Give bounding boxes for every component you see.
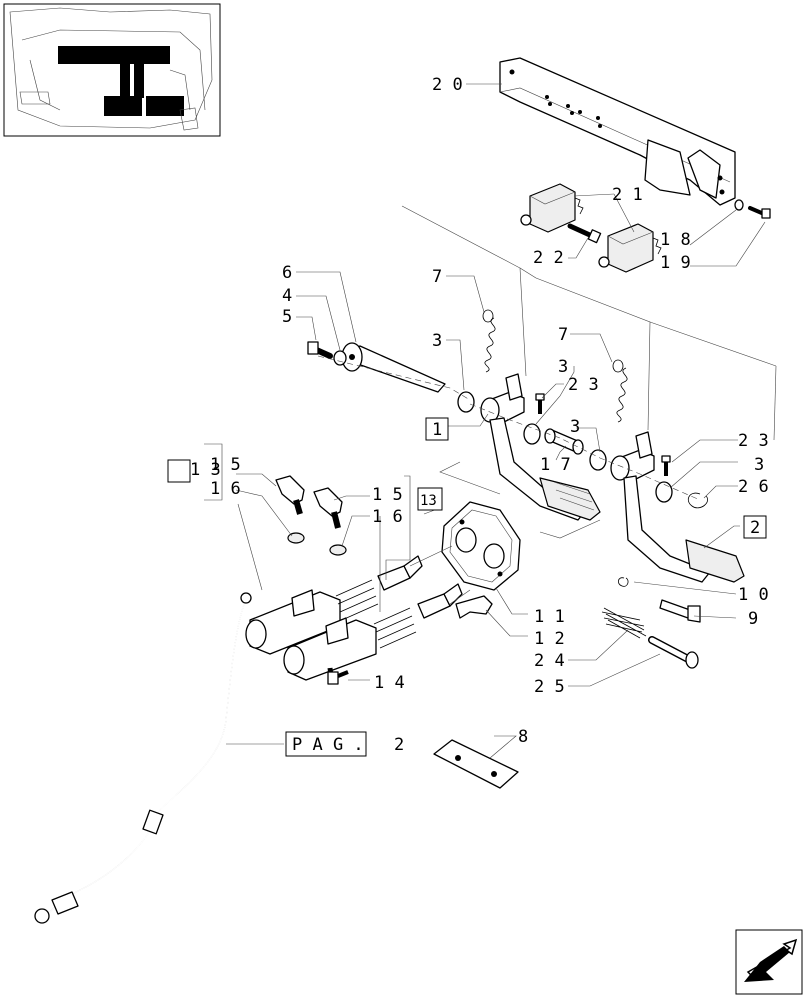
callout-18: 1 8 [660,230,691,250]
spacer-17 [544,428,584,455]
callout-3-a: 3 [432,331,442,351]
seal-16-left [287,532,305,544]
boxed-ref-13[interactable]: 13 [417,487,443,511]
pin-25 [648,636,699,669]
washer-18-bolt-19 [734,199,771,219]
seal-16-right [329,544,347,556]
boxed-ref-1-label: 1 [432,420,442,440]
pivot-shaft-6 [341,342,446,393]
callout-7-left: 7 [432,267,442,287]
boxed-ref-1[interactable]: 1 [425,417,449,441]
callout-6: 6 [282,263,292,283]
bolt-22 [567,223,602,244]
bolt-5 [307,341,333,359]
plate-8 [433,739,519,789]
boxed-ref-13-label: 13 [420,493,437,509]
callout-3-c: 3 [570,417,580,437]
boxed-ref-2-label: 2 [750,518,760,538]
hose-pipe [34,592,252,924]
spring-7-left [482,309,496,373]
callout-21: 2 1 [612,185,643,205]
leader-lines [204,83,777,759]
callout-9: 9 [748,609,758,629]
switch-21-upper [520,183,584,233]
callout-26: 2 6 [738,477,769,497]
bushing-3-b [523,423,541,445]
grease-nipple-23-a [535,393,545,414]
callout-4: 4 [282,286,292,306]
clip-10 [618,577,629,587]
next-page-arrow-icon[interactable] [735,929,803,995]
callout-10: 1 0 [738,585,769,605]
page-reference-label: P A G . [292,735,364,755]
pedal-location-thumbnail [3,3,221,137]
switch-21-lower [598,223,662,273]
callout-20: 2 0 [432,75,463,95]
bushing-3-d [655,481,673,503]
callout-14: 1 4 [374,673,405,693]
pedal-1 [480,373,601,521]
master-cylinder-right [283,583,463,685]
gasket-plate-11 [441,501,521,591]
return-spring-24 [601,607,647,639]
callout-5: 5 [282,307,292,327]
callout-16-left: 1 6 [210,479,241,499]
callout-13: 1 3 [190,460,221,480]
bushing-3-c [589,449,607,471]
boxed-ref-2[interactable]: 2 [743,515,767,539]
callout-25: 2 5 [534,677,565,697]
fork-9 [659,599,701,623]
callout-3-b: 3 [558,357,568,377]
callout-23-a: 2 3 [568,375,599,395]
callout-17: 1 7 [540,455,571,475]
grease-nipple-23-b [661,455,671,476]
callout-11: 1 1 [534,607,565,627]
connector-15-left [275,475,305,515]
fork-link-12 [455,595,493,619]
callout-8: 8 [518,727,528,747]
bolt-14 [327,670,349,685]
washer-4 [333,350,347,366]
circlip-26 [687,492,708,509]
connector-15-right [313,487,343,529]
callout-7-right: 7 [558,325,568,345]
callout-3-d: 3 [754,455,764,475]
callout-24: 2 4 [534,651,565,671]
callout-15-right: 1 5 [372,485,403,505]
support-bracket-20 [499,57,736,206]
boxed-ref-13-outline [167,459,191,483]
callout-12: 1 2 [534,629,565,649]
page-reference[interactable]: P A G . 2 [285,731,404,757]
bushing-3-a [457,391,475,413]
spring-7-right [612,359,628,423]
callout-22: 2 2 [533,248,564,268]
callout-16-right: 1 6 [372,507,403,527]
pedal-2 [610,431,745,583]
page-reference-number: 2 [394,735,404,755]
callout-19: 1 9 [660,253,691,273]
callout-15-left: 1 5 [210,455,241,475]
callout-23-b: 2 3 [738,431,769,451]
